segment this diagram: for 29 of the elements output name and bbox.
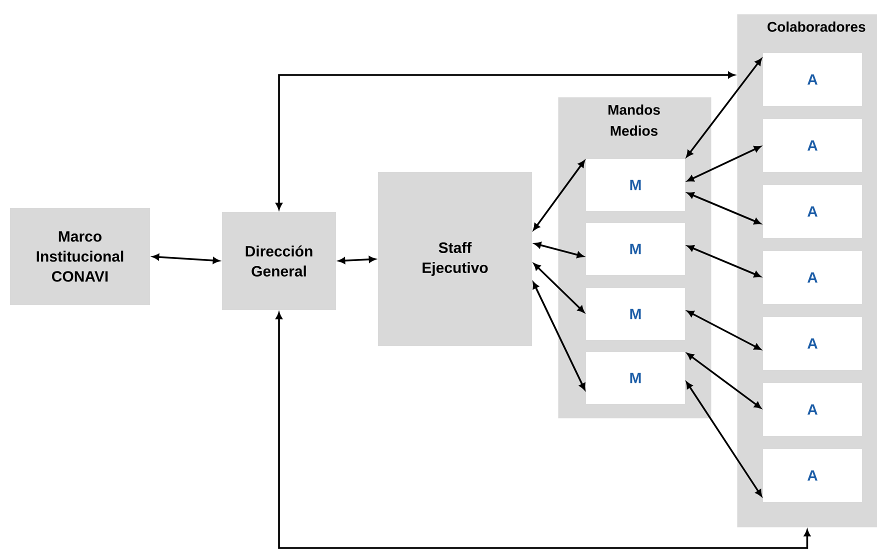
- arrow: [686, 382, 762, 496]
- process-box: Marco Institucional CONAVI: [10, 208, 150, 305]
- process-box: Staff Ejecutivo: [378, 172, 532, 346]
- arrow: [534, 242, 584, 258]
- role-box: M: [586, 223, 685, 275]
- arrow: [276, 72, 735, 210]
- arrow: [687, 146, 761, 182]
- arrow: [534, 263, 584, 313]
- role-box: A: [763, 185, 862, 238]
- arrow: [687, 310, 761, 350]
- role-box: A: [763, 53, 862, 106]
- role-box: A: [763, 317, 862, 370]
- role-box: A: [763, 383, 862, 436]
- arrow: [686, 353, 762, 409]
- arrow: [338, 256, 376, 264]
- arrow: [152, 254, 220, 264]
- arrow: [533, 160, 585, 230]
- role-box: M: [586, 352, 685, 404]
- arrow: [687, 245, 761, 278]
- role-box: M: [586, 159, 685, 211]
- role-box: M: [586, 288, 685, 340]
- role-box: A: [763, 251, 862, 304]
- arrow: [276, 312, 810, 549]
- role-box: A: [763, 119, 862, 172]
- arrow: [686, 58, 762, 158]
- process-box: Dirección General: [222, 212, 336, 310]
- role-box: A: [763, 449, 862, 502]
- arrow: [687, 192, 761, 224]
- arrow: [532, 282, 586, 390]
